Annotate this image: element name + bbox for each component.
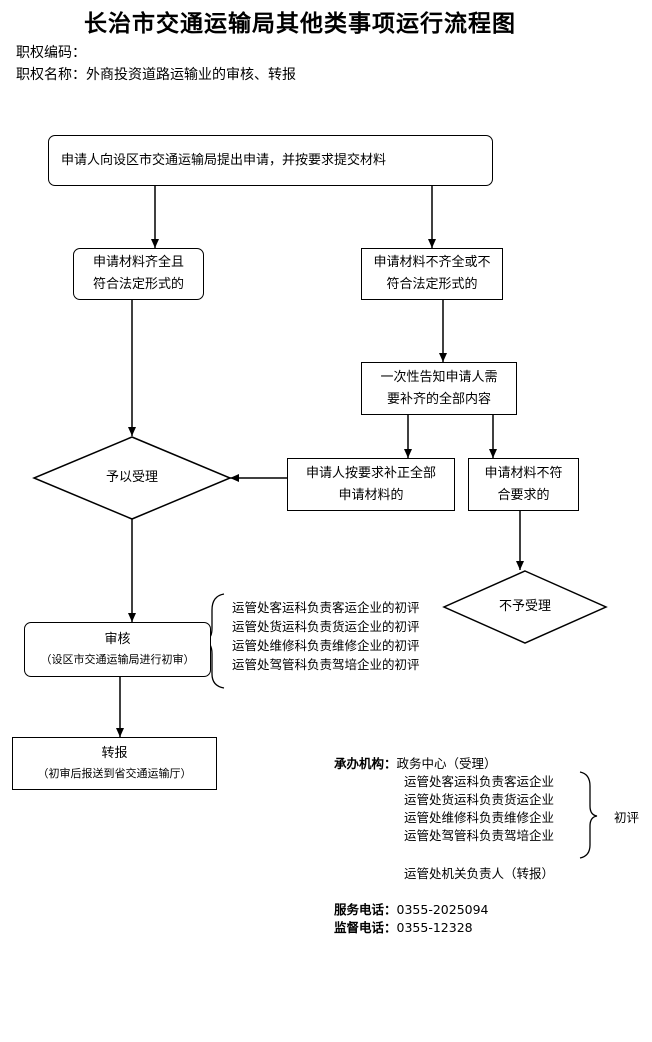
org-row: 承办机构：政务中心（受理） (334, 753, 497, 772)
review-note-4: 运管处驾管科负责驾培企业的初评 (232, 657, 420, 672)
complete-line-1: 申请材料齐全且 (92, 255, 184, 270)
authority-name-value: 外商投资道路运输业的审核、转报 (86, 67, 296, 83)
org-items-brace (579, 771, 598, 859)
review-title: 审核 (104, 631, 131, 647)
accept-label: 予以受理 (105, 470, 158, 485)
page-title: 长治市交通运输局其他类事项运行流程图 (84, 11, 516, 37)
review-note-3: 运管处维修科负责维修企业的初评 (232, 638, 420, 653)
supervise-phone-label: 监督电话： (334, 920, 397, 935)
authority-name: 职权名称：外商投资道路运输业的审核、转报 (16, 64, 296, 84)
org-label: 承办机构： (334, 756, 397, 771)
service-phone-value: 0355-2025094 (396, 902, 489, 917)
complete-line-2: 符合法定形式的 (92, 277, 184, 292)
org-value: 政务中心（受理） (396, 756, 497, 771)
supplement-box: 申请人按要求补正全部 申请材料的 (287, 458, 455, 511)
supervise-phone-row: 监督电话：0355-12328 (334, 917, 473, 936)
review-note-1: 运管处客运科负责客运企业的初评 (232, 600, 420, 615)
accept-diamond (32, 436, 232, 520)
service-phone-label: 服务电话： (334, 902, 397, 917)
review-notes: 运管处客运科负责客运企业的初评 运管处货运科负责货运企业的初评 运管处维修科负责… (232, 598, 420, 674)
responsible-text: 运管处机关负责人（转报） (404, 866, 555, 881)
report-box: 转报 （初审后报送到省交通运输厅） (12, 737, 217, 790)
report-title: 转报 (101, 745, 128, 761)
report-subtitle: （初审后报送到省交通运输厅） (37, 766, 192, 780)
org-item-4: 运管处驾管科负责驾培企业 (404, 828, 555, 843)
org-items: 运管处客运科负责客运企业 运管处货运科负责货运企业 运管处维修科负责维修企业 运… (404, 773, 554, 845)
complete-materials-box: 申请材料齐全且 符合法定形式的 (73, 248, 204, 300)
initial-eval-label: 初评 (614, 810, 640, 825)
authority-name-label: 职权名称： (16, 67, 86, 83)
supplement-line-2: 申请材料的 (338, 487, 404, 503)
not-conform-line-2: 合要求的 (497, 487, 550, 503)
org-item-1: 运管处客运科负责客运企业 (404, 774, 555, 789)
reject-diamond (442, 570, 608, 644)
supervise-phone-value: 0355-12328 (396, 920, 473, 935)
review-subtitle: （设区市交通运输局进行初审） (40, 652, 195, 666)
org-item-2: 运管处货运科负责货运企业 (404, 792, 555, 807)
notify-box: 一次性告知申请人需 要补齐的全部内容 (361, 362, 517, 415)
review-box: 审核 （设区市交通运输局进行初审） (24, 622, 211, 677)
notify-line-1: 一次性告知申请人需 (380, 369, 498, 385)
incomplete-materials-box: 申请材料不齐全或不 符合法定形式的 (361, 248, 503, 300)
org-item-3: 运管处维修科负责维修企业 (404, 810, 555, 825)
not-conform-line-1: 申请材料不符 (484, 465, 563, 481)
not-conform-box: 申请材料不符 合要求的 (468, 458, 579, 511)
start-text: 申请人向设区市交通运输局提出申请，并按要求提交材料 (61, 152, 387, 168)
authority-code-label: 职权编码： (16, 45, 86, 61)
incomplete-line-2: 符合法定形式的 (386, 277, 478, 292)
start-box: 申请人向设区市交通运输局提出申请，并按要求提交材料 (48, 135, 493, 186)
notify-line-2: 要补齐的全部内容 (386, 391, 491, 407)
reject-label: 不予受理 (498, 599, 551, 614)
incomplete-line-1: 申请材料不齐全或不 (373, 255, 491, 270)
service-phone-row: 服务电话：0355-2025094 (334, 899, 489, 918)
review-note-2: 运管处货运科负责货运企业的初评 (232, 619, 420, 634)
supplement-line-1: 申请人按要求补正全部 (305, 465, 436, 481)
authority-code: 职权编码： (16, 42, 86, 62)
